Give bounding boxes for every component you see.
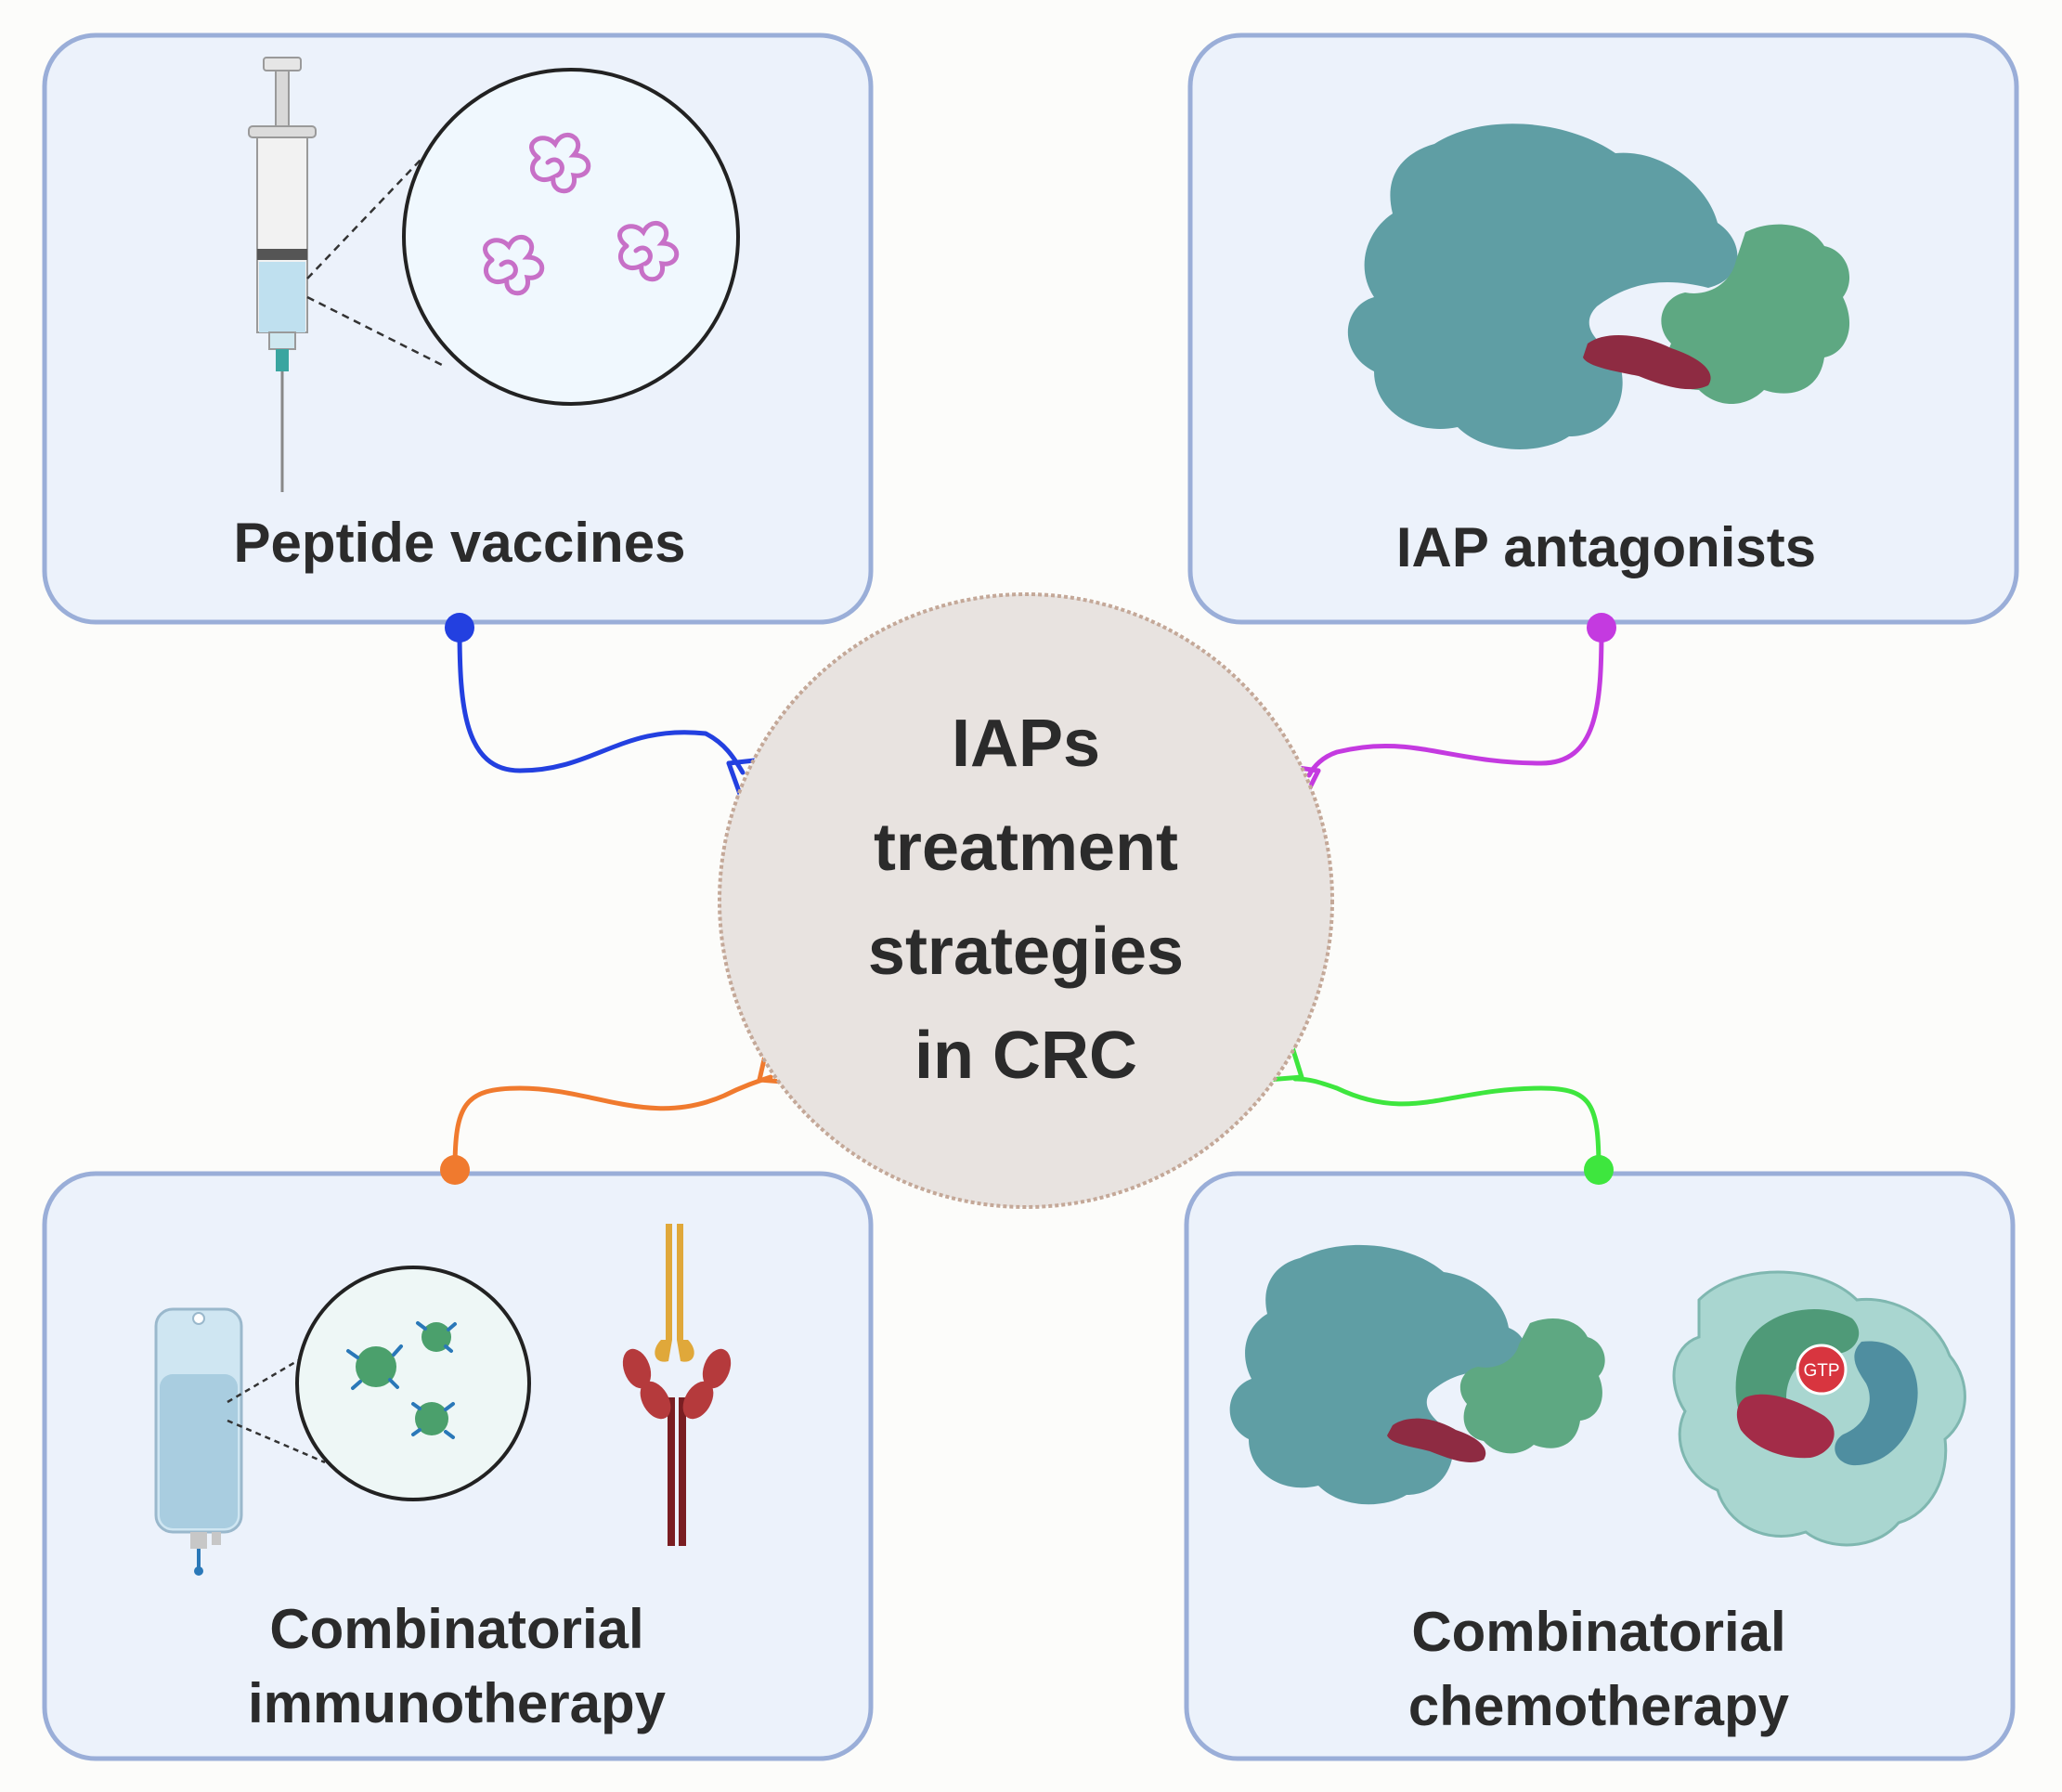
immune-cell-icon bbox=[346, 1321, 457, 1439]
immune-cell-magnifier-circle bbox=[295, 1266, 531, 1501]
peptide-vaccines-label: Peptide vaccines bbox=[234, 512, 686, 574]
antibody-icon bbox=[622, 1224, 732, 1546]
peptide-icon bbox=[483, 132, 680, 296]
ras-gtp-protein-icon: GTP bbox=[1672, 1270, 1966, 1547]
combinatorial-chemotherapy-label-line-1: Combinatorial bbox=[1411, 1601, 1785, 1663]
center-title-line-4: in CRC bbox=[914, 1019, 1137, 1093]
magnifier-line-top bbox=[306, 157, 423, 279]
connector-dot-magenta bbox=[1587, 613, 1616, 643]
protein-complex-icon bbox=[1347, 123, 1850, 449]
peptide-magnifier-circle bbox=[402, 68, 740, 406]
iap-protein-complex-icon bbox=[1229, 1244, 1605, 1505]
connector-iap-antagonists bbox=[1290, 625, 1604, 801]
center-title-line-1: IAPs bbox=[952, 707, 1100, 781]
connector-dot-green bbox=[1584, 1155, 1614, 1185]
connector-dot-orange bbox=[440, 1155, 470, 1185]
connector-peptide-vaccines bbox=[457, 625, 766, 799]
connector-dot-blue bbox=[445, 613, 474, 643]
gtp-badge bbox=[1796, 1344, 1848, 1396]
center-title-line-2: treatment bbox=[874, 811, 1178, 885]
iap-antagonists-label: IAP antagonists bbox=[1396, 516, 1816, 578]
iv-bag-icon bbox=[154, 1307, 243, 1576]
connector-combinatorial-chemotherapy bbox=[1264, 1045, 1602, 1173]
combinatorial-immunotherapy-label-line-1: Combinatorial bbox=[269, 1598, 643, 1660]
syringe-icon bbox=[248, 57, 317, 492]
combinatorial-chemotherapy-label-line-2: chemotherapy bbox=[1408, 1675, 1790, 1737]
iv-magnifier-line-bottom bbox=[227, 1419, 326, 1464]
gtp-label: GTP bbox=[1803, 1361, 1839, 1381]
connector-combinatorial-immunotherapy bbox=[452, 1045, 797, 1173]
combinatorial-immunotherapy-label-line-2: immunotherapy bbox=[248, 1672, 667, 1734]
center-title-line-3: strategies bbox=[868, 915, 1184, 989]
iv-magnifier-line-top bbox=[227, 1354, 307, 1404]
center-circle bbox=[718, 592, 1334, 1209]
